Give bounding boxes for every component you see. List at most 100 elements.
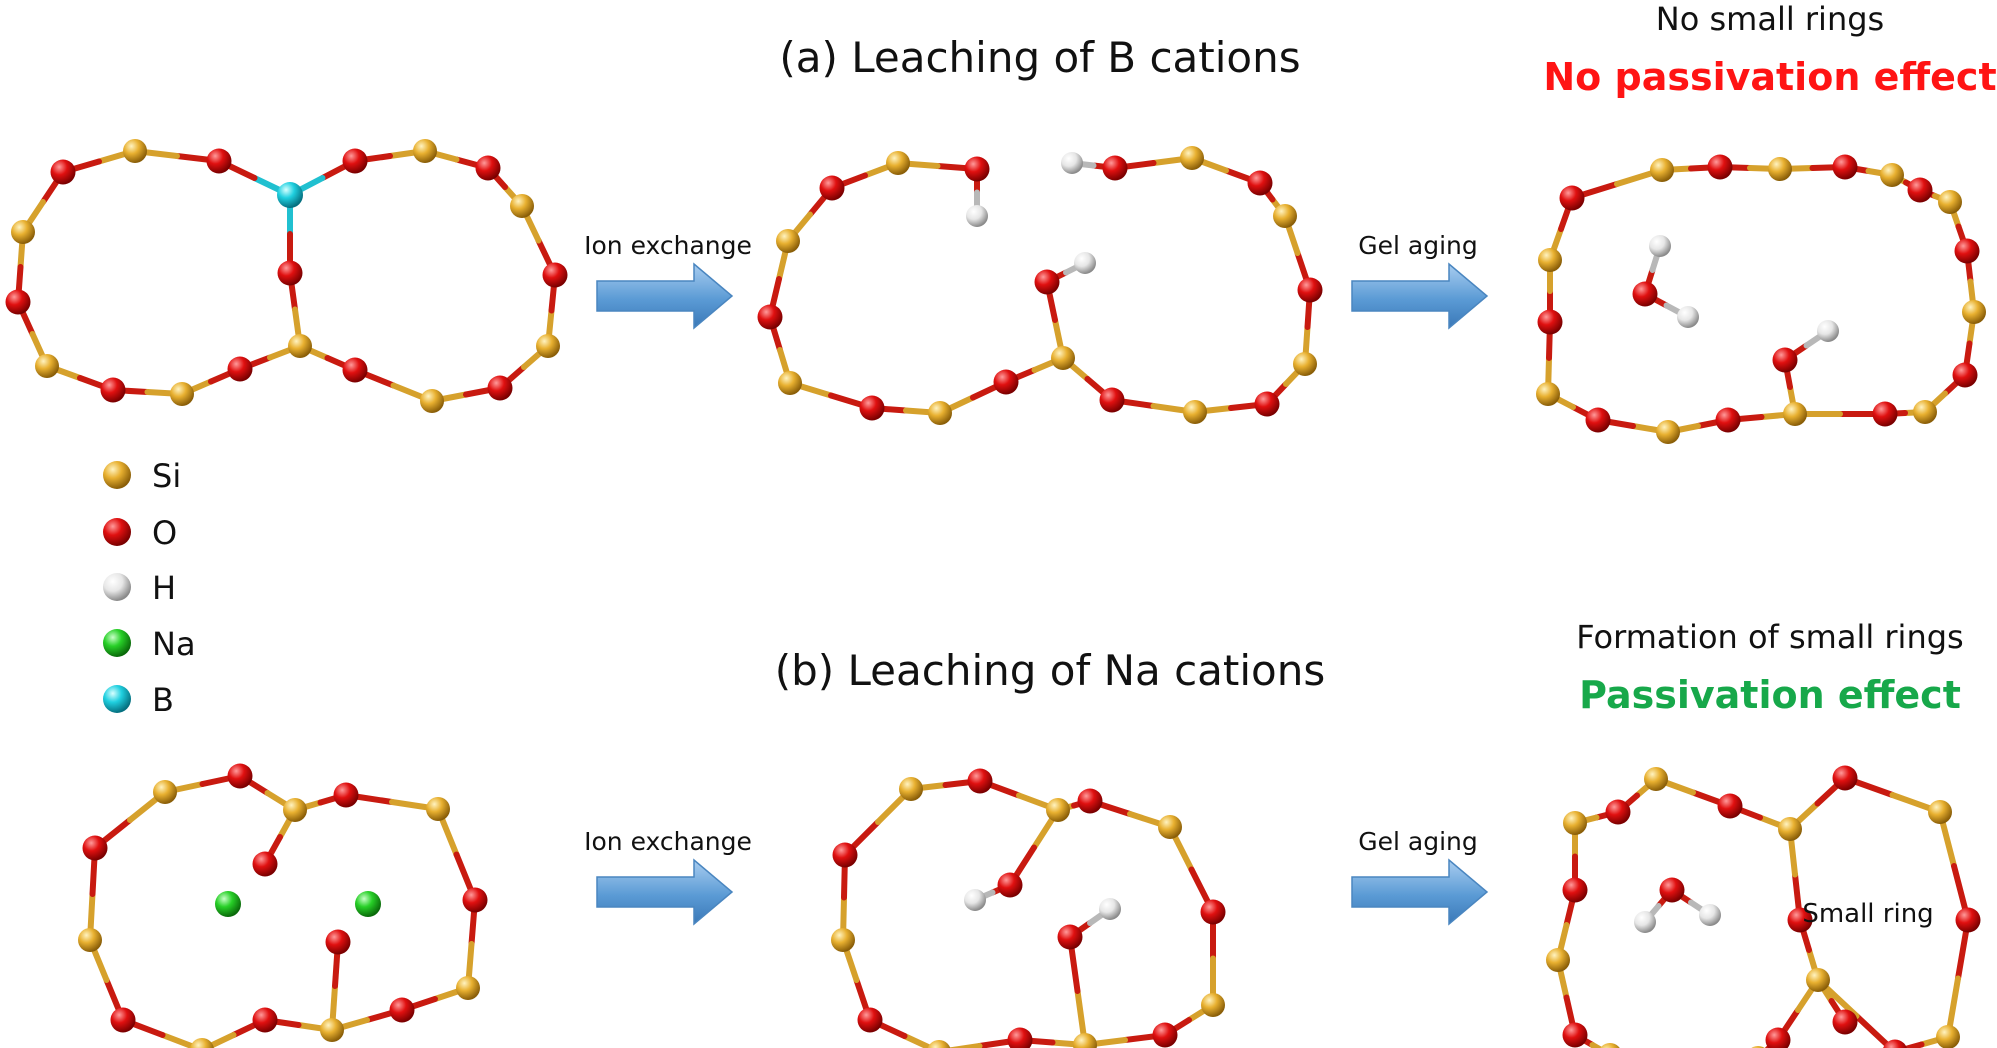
arrow-label: Gel aging: [1358, 827, 1478, 856]
si-atom: [1928, 800, 1952, 824]
structure-a-ion-exchanged: [757, 146, 1323, 425]
panel-a-title: (a) Leaching of B cations: [779, 33, 1300, 82]
si-atom: [190, 1038, 214, 1048]
structure-b-ion-exchanged: [831, 768, 1226, 1048]
o-atom: [819, 175, 845, 201]
si-atom: [1783, 402, 1807, 426]
o-atom: [1832, 1009, 1858, 1035]
o-atom: [1254, 391, 1280, 417]
bond: [1898, 1041, 1925, 1048]
si-atom: [456, 976, 480, 1000]
si-atom: [927, 1040, 951, 1048]
h-atom: [966, 205, 988, 227]
si-atom: [1806, 968, 1830, 992]
bond: [1589, 1042, 1604, 1048]
si-atom: [320, 1018, 344, 1042]
si-atom: [153, 780, 177, 804]
si-atom: [283, 798, 307, 822]
h-atom: [1061, 152, 1083, 174]
h-atom: [1074, 252, 1096, 274]
o-atom: [1717, 793, 1743, 819]
si-atom: [35, 354, 59, 378]
o-atom: [227, 763, 253, 789]
o-atom: [110, 1007, 136, 1033]
o-atom: [964, 156, 990, 182]
o-atom: [277, 260, 303, 286]
o-atom: [333, 782, 359, 808]
o-atom: [1099, 387, 1125, 413]
si-atom: [1273, 204, 1297, 228]
h-atom: [1677, 306, 1699, 328]
o-atom: [1952, 362, 1978, 388]
si-atom: [1536, 382, 1560, 406]
legend-si-icon: [103, 461, 131, 489]
si-atom: [420, 389, 444, 413]
panel-a-effect: No passivation effect: [1543, 55, 1996, 99]
o-atom: [1562, 1022, 1588, 1048]
si-atom: [1768, 157, 1792, 181]
legend-o-icon: [103, 518, 131, 546]
na-atom: [215, 891, 241, 917]
o-atom: [206, 148, 232, 174]
o-atom: [542, 262, 568, 288]
o-atom: [1562, 877, 1588, 903]
si-atom: [1073, 1033, 1097, 1048]
h-atom: [1699, 904, 1721, 926]
o-atom: [325, 929, 351, 955]
si-atom: [510, 194, 534, 218]
legend-label: B: [152, 681, 174, 719]
o-atom: [252, 851, 278, 877]
o-atom: [1605, 799, 1631, 825]
si-atom: [1293, 352, 1317, 376]
si-atom: [1778, 817, 1802, 841]
legend-h-icon: [103, 573, 131, 601]
o-atom: [1772, 347, 1798, 373]
bond: [901, 1033, 938, 1048]
si-atom: [831, 928, 855, 952]
panel-a-note: No small rings: [1656, 0, 1884, 38]
o-atom: [859, 395, 885, 421]
si-atom: [776, 229, 800, 253]
si-atom: [886, 151, 910, 175]
structure-a-initial: [5, 139, 568, 413]
o-atom: [1787, 907, 1813, 933]
o-atom: [1883, 1039, 1907, 1048]
o-atom: [1707, 154, 1733, 180]
si-atom: [1563, 811, 1587, 835]
o-atom: [1077, 788, 1103, 814]
o-atom: [1057, 924, 1083, 950]
arrow-ion-exchange-b: Ion exchange: [584, 827, 752, 926]
o-atom: [1559, 185, 1585, 211]
arrow-gel-aging-b: Gel aging: [1351, 827, 1489, 926]
o-atom: [1832, 765, 1858, 791]
structure-a-gel-aged: [1536, 154, 1986, 444]
o-atom: [1659, 877, 1685, 903]
o-atom: [757, 304, 783, 330]
o-atom: [1872, 401, 1898, 427]
o-atom: [100, 377, 126, 403]
arrow-label: Gel aging: [1358, 231, 1478, 260]
legend-label: O: [152, 514, 177, 552]
arrow-ion-exchange-a: Ion exchange: [584, 231, 752, 330]
o-atom: [1102, 155, 1128, 181]
si-atom: [1962, 300, 1986, 324]
o-atom: [342, 357, 368, 383]
o-atom: [967, 768, 993, 794]
h-atom: [1649, 235, 1671, 257]
si-atom: [778, 371, 802, 395]
si-atom: [170, 382, 194, 406]
o-atom: [1954, 238, 1980, 264]
o-atom: [50, 159, 76, 185]
si-atom: [1644, 767, 1668, 791]
si-atom: [928, 401, 952, 425]
o-atom: [832, 842, 858, 868]
si-atom: [1158, 815, 1182, 839]
o-atom: [1632, 281, 1658, 307]
o-atom: [857, 1007, 883, 1033]
si-atom: [1538, 248, 1562, 272]
panel-b-title: (b) Leaching of Na cations: [775, 646, 1326, 695]
si-atom: [1180, 146, 1204, 170]
small-ring-label: Small ring: [1802, 899, 1933, 929]
si-atom: [1600, 1043, 1620, 1048]
